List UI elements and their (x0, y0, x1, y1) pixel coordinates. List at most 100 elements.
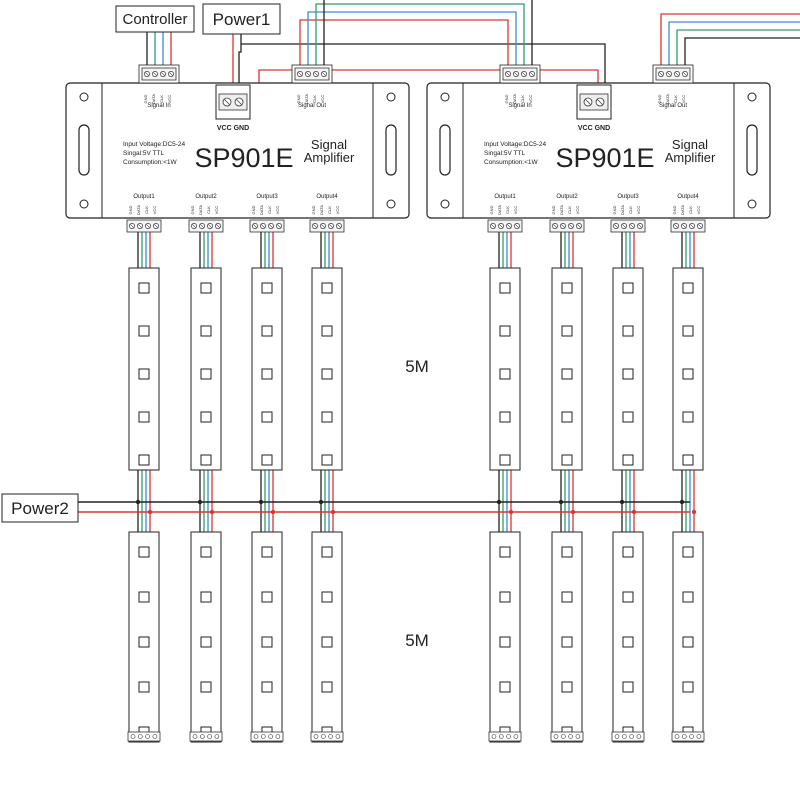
power2-label: Power2 (11, 499, 69, 518)
screw-slot (192, 224, 196, 228)
subtitle-line-2: Amplifier (304, 150, 355, 165)
led-chip (138, 282, 150, 294)
amp2-out-wire-4 (684, 37, 800, 69)
pin-label: VCC (696, 206, 701, 215)
led-chip (261, 636, 273, 648)
strip-end-connector-6 (550, 731, 584, 742)
mounting-hole (440, 92, 450, 102)
output-connector-3 (610, 219, 646, 233)
end-pin (207, 734, 212, 739)
led-chip (200, 282, 212, 294)
output-connector-3 (249, 219, 285, 233)
bus-junction-vcc-3 (270, 509, 276, 515)
pin-label: VCC (335, 206, 340, 215)
screw-slot (667, 72, 671, 76)
output-label-2: Output2 (556, 194, 578, 200)
led-chip (622, 411, 634, 423)
model-name: SP901E (194, 143, 293, 173)
end-pin (568, 734, 573, 739)
led-chip (622, 591, 634, 603)
subtitle-line-1: Signal (311, 137, 347, 152)
screw-slot (514, 72, 518, 76)
strip-body (311, 531, 343, 743)
output-label-4: Output4 (677, 194, 699, 200)
screw-slot (506, 72, 510, 76)
led-chip (561, 454, 573, 466)
power1-label: Power1 (213, 10, 271, 29)
screw-slot (690, 224, 694, 228)
led-chip (321, 454, 333, 466)
output-label-2: Output2 (195, 194, 217, 200)
led-chip (138, 325, 150, 337)
led-chip (200, 636, 212, 648)
led-chip (499, 636, 511, 648)
end-pin (621, 734, 627, 739)
power-screw-slot (236, 99, 242, 105)
led-chip (321, 368, 333, 380)
bus-junction-vcc-1 (147, 509, 153, 515)
led-chip (499, 454, 511, 466)
led-chip (561, 325, 573, 337)
end-pin (629, 734, 634, 739)
led-strip-2-upper (190, 267, 222, 471)
end-pin (335, 734, 341, 739)
led-chip (200, 325, 212, 337)
end-pin (575, 734, 581, 739)
end-pin (192, 734, 198, 739)
led-chip (261, 681, 273, 693)
pin-label: GND (251, 205, 256, 214)
led-strip-7-lower (612, 531, 644, 743)
power-screw-slot (585, 99, 591, 105)
led-chip (622, 325, 634, 337)
screw-slot (630, 224, 634, 228)
end-pin (313, 734, 319, 739)
pin-label: GND (190, 205, 195, 214)
connector-body (141, 67, 177, 81)
led-chip (682, 681, 694, 693)
screw-slot (507, 224, 511, 228)
mounting-hole (79, 199, 89, 209)
power1-gnd-to-amp2 (241, 43, 606, 93)
connector-body (188, 219, 224, 233)
led-chip (261, 325, 273, 337)
end-pin (145, 734, 150, 739)
led-chip (138, 368, 150, 380)
signal-out-label: Signal Out (298, 103, 326, 109)
screw-slot (269, 224, 273, 228)
end-pin (681, 734, 687, 739)
led-strip-6-lower (551, 531, 583, 743)
screw-slot (200, 224, 204, 228)
connector-body (610, 219, 646, 233)
bus-junction-vcc-6 (570, 509, 576, 515)
led-chip (321, 546, 333, 558)
connector-body (487, 219, 523, 233)
spec-3: Consumption:<1W (484, 159, 539, 166)
led-chip (682, 411, 694, 423)
end-connector-body (189, 731, 223, 742)
led-chip (561, 681, 573, 693)
screw-slot (682, 224, 686, 228)
pin-label: GND (657, 94, 662, 103)
end-pin (553, 734, 559, 739)
end-connector-body (488, 731, 522, 742)
led-chip (200, 454, 212, 466)
screw-slot (138, 224, 142, 228)
screw-slot (577, 224, 581, 228)
end-pin (138, 734, 143, 739)
output-connector-2 (549, 219, 585, 233)
bus-junction-gnd-8 (679, 499, 685, 505)
end-pin (689, 734, 694, 739)
led-chip (321, 681, 333, 693)
end-pin (253, 734, 259, 739)
end-pin (498, 734, 504, 739)
led-strip-1-upper (128, 267, 160, 471)
amp2-out-wire-1 (660, 13, 800, 69)
pin-label: GND (143, 94, 148, 103)
pin-label: DATA (680, 205, 685, 215)
end-pin (328, 734, 333, 739)
screw-slot (153, 72, 157, 76)
signal-out-connector (655, 67, 691, 81)
pin-label: VCC (681, 95, 686, 104)
